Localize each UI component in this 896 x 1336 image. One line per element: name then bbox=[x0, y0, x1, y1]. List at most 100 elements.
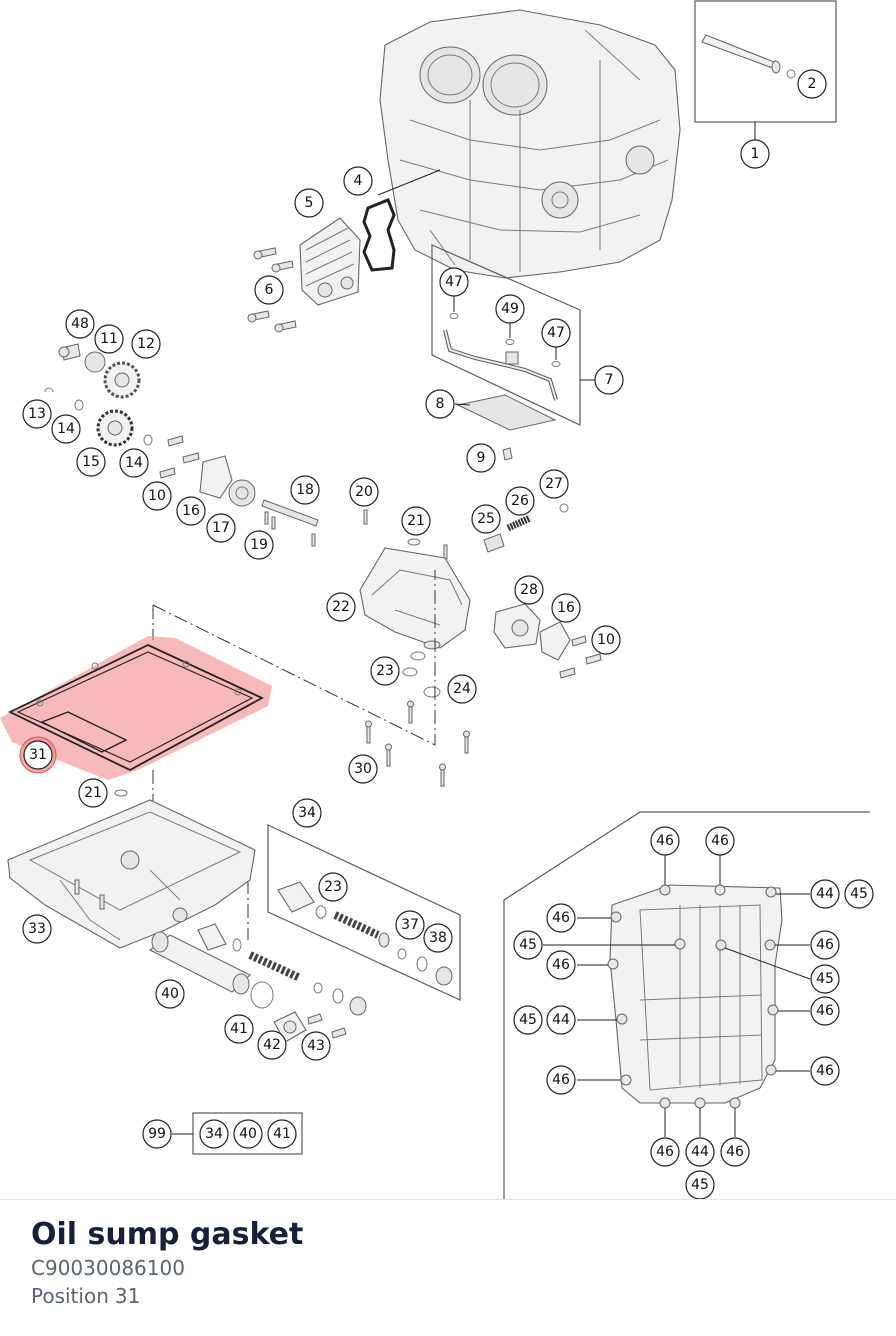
callout-47b[interactable]: 47 bbox=[541, 318, 571, 348]
svg-text:31: 31 bbox=[29, 747, 47, 763]
oil-sump bbox=[7, 799, 256, 949]
callout-46-d9[interactable]: 46 bbox=[650, 1137, 680, 1167]
callout-10b[interactable]: 10 bbox=[591, 625, 621, 655]
callout-44-d3[interactable]: 44 bbox=[685, 1137, 715, 1167]
callout-45-d2[interactable]: 45 bbox=[513, 930, 543, 960]
svg-text:19: 19 bbox=[250, 537, 268, 553]
callout-46-d6[interactable]: 46 bbox=[810, 996, 840, 1026]
callout-24[interactable]: 24 bbox=[447, 674, 477, 704]
callout-49[interactable]: 49 bbox=[495, 294, 525, 324]
callout-46-d3[interactable]: 46 bbox=[546, 903, 576, 933]
svg-text:46: 46 bbox=[656, 833, 674, 849]
kit-member-41[interactable]: 41 bbox=[267, 1119, 297, 1149]
callout-11[interactable]: 11 bbox=[94, 324, 124, 354]
svg-text:45: 45 bbox=[850, 886, 868, 902]
svg-text:8: 8 bbox=[436, 396, 445, 412]
callout-30[interactable]: 30 bbox=[348, 754, 378, 784]
callout-14b[interactable]: 14 bbox=[119, 448, 149, 478]
svg-text:49: 49 bbox=[501, 301, 519, 317]
callout-21b[interactable]: 21 bbox=[78, 778, 108, 808]
svg-text:41: 41 bbox=[230, 1021, 248, 1037]
part-title: Oil sump gasket bbox=[31, 1217, 304, 1252]
svg-text:46: 46 bbox=[816, 1003, 834, 1019]
callout-45-d4[interactable]: 45 bbox=[513, 1005, 543, 1035]
callout-46-d1[interactable]: 46 bbox=[650, 826, 680, 856]
callout-46-d7[interactable]: 46 bbox=[546, 1065, 576, 1095]
kit-member-40[interactable]: 40 bbox=[233, 1119, 263, 1149]
svg-text:30: 30 bbox=[354, 761, 372, 777]
callout-45-d3[interactable]: 45 bbox=[810, 964, 840, 994]
callout-46-d4[interactable]: 46 bbox=[810, 930, 840, 960]
callout-15[interactable]: 15 bbox=[76, 447, 106, 477]
callout-33[interactable]: 33 bbox=[22, 914, 52, 944]
callout-31[interactable]: 31 bbox=[23, 740, 53, 770]
oil-pipe bbox=[443, 329, 558, 401]
callout-17[interactable]: 17 bbox=[206, 513, 236, 543]
svg-text:2: 2 bbox=[808, 76, 817, 92]
callout-21a[interactable]: 21 bbox=[401, 506, 431, 536]
svg-text:14: 14 bbox=[57, 421, 75, 437]
callout-7[interactable]: 7 bbox=[594, 365, 624, 395]
callout-13[interactable]: 13 bbox=[22, 399, 52, 429]
svg-text:45: 45 bbox=[519, 937, 537, 953]
callout-28[interactable]: 28 bbox=[514, 575, 544, 605]
callout-6[interactable]: 6 bbox=[254, 275, 284, 305]
svg-text:22: 22 bbox=[332, 599, 350, 615]
callout-22[interactable]: 22 bbox=[326, 592, 356, 622]
svg-text:16: 16 bbox=[182, 503, 200, 519]
callout-27[interactable]: 27 bbox=[539, 469, 569, 499]
callout-20[interactable]: 20 bbox=[349, 477, 379, 507]
svg-text:10: 10 bbox=[148, 488, 166, 504]
sump-gasket bbox=[7, 644, 264, 772]
callout-4[interactable]: 4 bbox=[343, 166, 373, 196]
callout-44-d2[interactable]: 44 bbox=[546, 1005, 576, 1035]
svg-text:40: 40 bbox=[239, 1126, 257, 1142]
callout-34a[interactable]: 34 bbox=[292, 798, 322, 828]
callout-43[interactable]: 43 bbox=[301, 1031, 331, 1061]
callout-47a[interactable]: 47 bbox=[439, 267, 469, 297]
callout-46-d2[interactable]: 46 bbox=[705, 826, 735, 856]
callout-23a[interactable]: 23 bbox=[370, 656, 400, 686]
callout-1[interactable]: 1 bbox=[740, 139, 770, 169]
callout-25[interactable]: 25 bbox=[471, 504, 501, 534]
callout-44-d1[interactable]: 44 bbox=[810, 879, 840, 909]
callout-45-d5[interactable]: 45 bbox=[685, 1170, 715, 1200]
callout-16b[interactable]: 16 bbox=[551, 593, 581, 623]
callout-99[interactable]: 99 bbox=[142, 1119, 172, 1149]
callout-23b[interactable]: 23 bbox=[318, 872, 348, 902]
svg-text:10: 10 bbox=[597, 632, 615, 648]
callout-46-d8[interactable]: 46 bbox=[810, 1056, 840, 1086]
kit-member-34[interactable]: 34 bbox=[199, 1119, 229, 1149]
callout-19[interactable]: 19 bbox=[244, 530, 274, 560]
callout-10a[interactable]: 10 bbox=[142, 481, 172, 511]
callout-37[interactable]: 37 bbox=[395, 910, 425, 940]
callout-40a[interactable]: 40 bbox=[155, 979, 185, 1009]
callout-45-d1[interactable]: 45 bbox=[844, 879, 874, 909]
svg-text:44: 44 bbox=[816, 886, 834, 902]
svg-text:21: 21 bbox=[84, 785, 102, 801]
callout-46-d5[interactable]: 46 bbox=[546, 950, 576, 980]
callout-18[interactable]: 18 bbox=[290, 475, 320, 505]
callout-48[interactable]: 48 bbox=[65, 309, 95, 339]
callout-8[interactable]: 8 bbox=[425, 389, 455, 419]
svg-text:1: 1 bbox=[751, 146, 760, 162]
callout-14a[interactable]: 14 bbox=[51, 414, 81, 444]
pump-28-16 bbox=[493, 603, 602, 679]
svg-text:44: 44 bbox=[691, 1144, 709, 1160]
callout-26[interactable]: 26 bbox=[505, 486, 535, 516]
callout-46-d10[interactable]: 46 bbox=[720, 1137, 750, 1167]
callout-42[interactable]: 42 bbox=[257, 1030, 287, 1060]
svg-text:41: 41 bbox=[273, 1126, 291, 1142]
callout-2[interactable]: 2 bbox=[797, 69, 827, 99]
callout-5[interactable]: 5 bbox=[294, 188, 324, 218]
callout-16a[interactable]: 16 bbox=[176, 496, 206, 526]
svg-text:7: 7 bbox=[605, 372, 614, 388]
callout-38[interactable]: 38 bbox=[423, 923, 453, 953]
callout-41a[interactable]: 41 bbox=[224, 1014, 254, 1044]
svg-text:9: 9 bbox=[477, 450, 486, 466]
svg-text:47: 47 bbox=[547, 325, 565, 341]
callout-9[interactable]: 9 bbox=[466, 443, 496, 473]
callout-12[interactable]: 12 bbox=[131, 329, 161, 359]
